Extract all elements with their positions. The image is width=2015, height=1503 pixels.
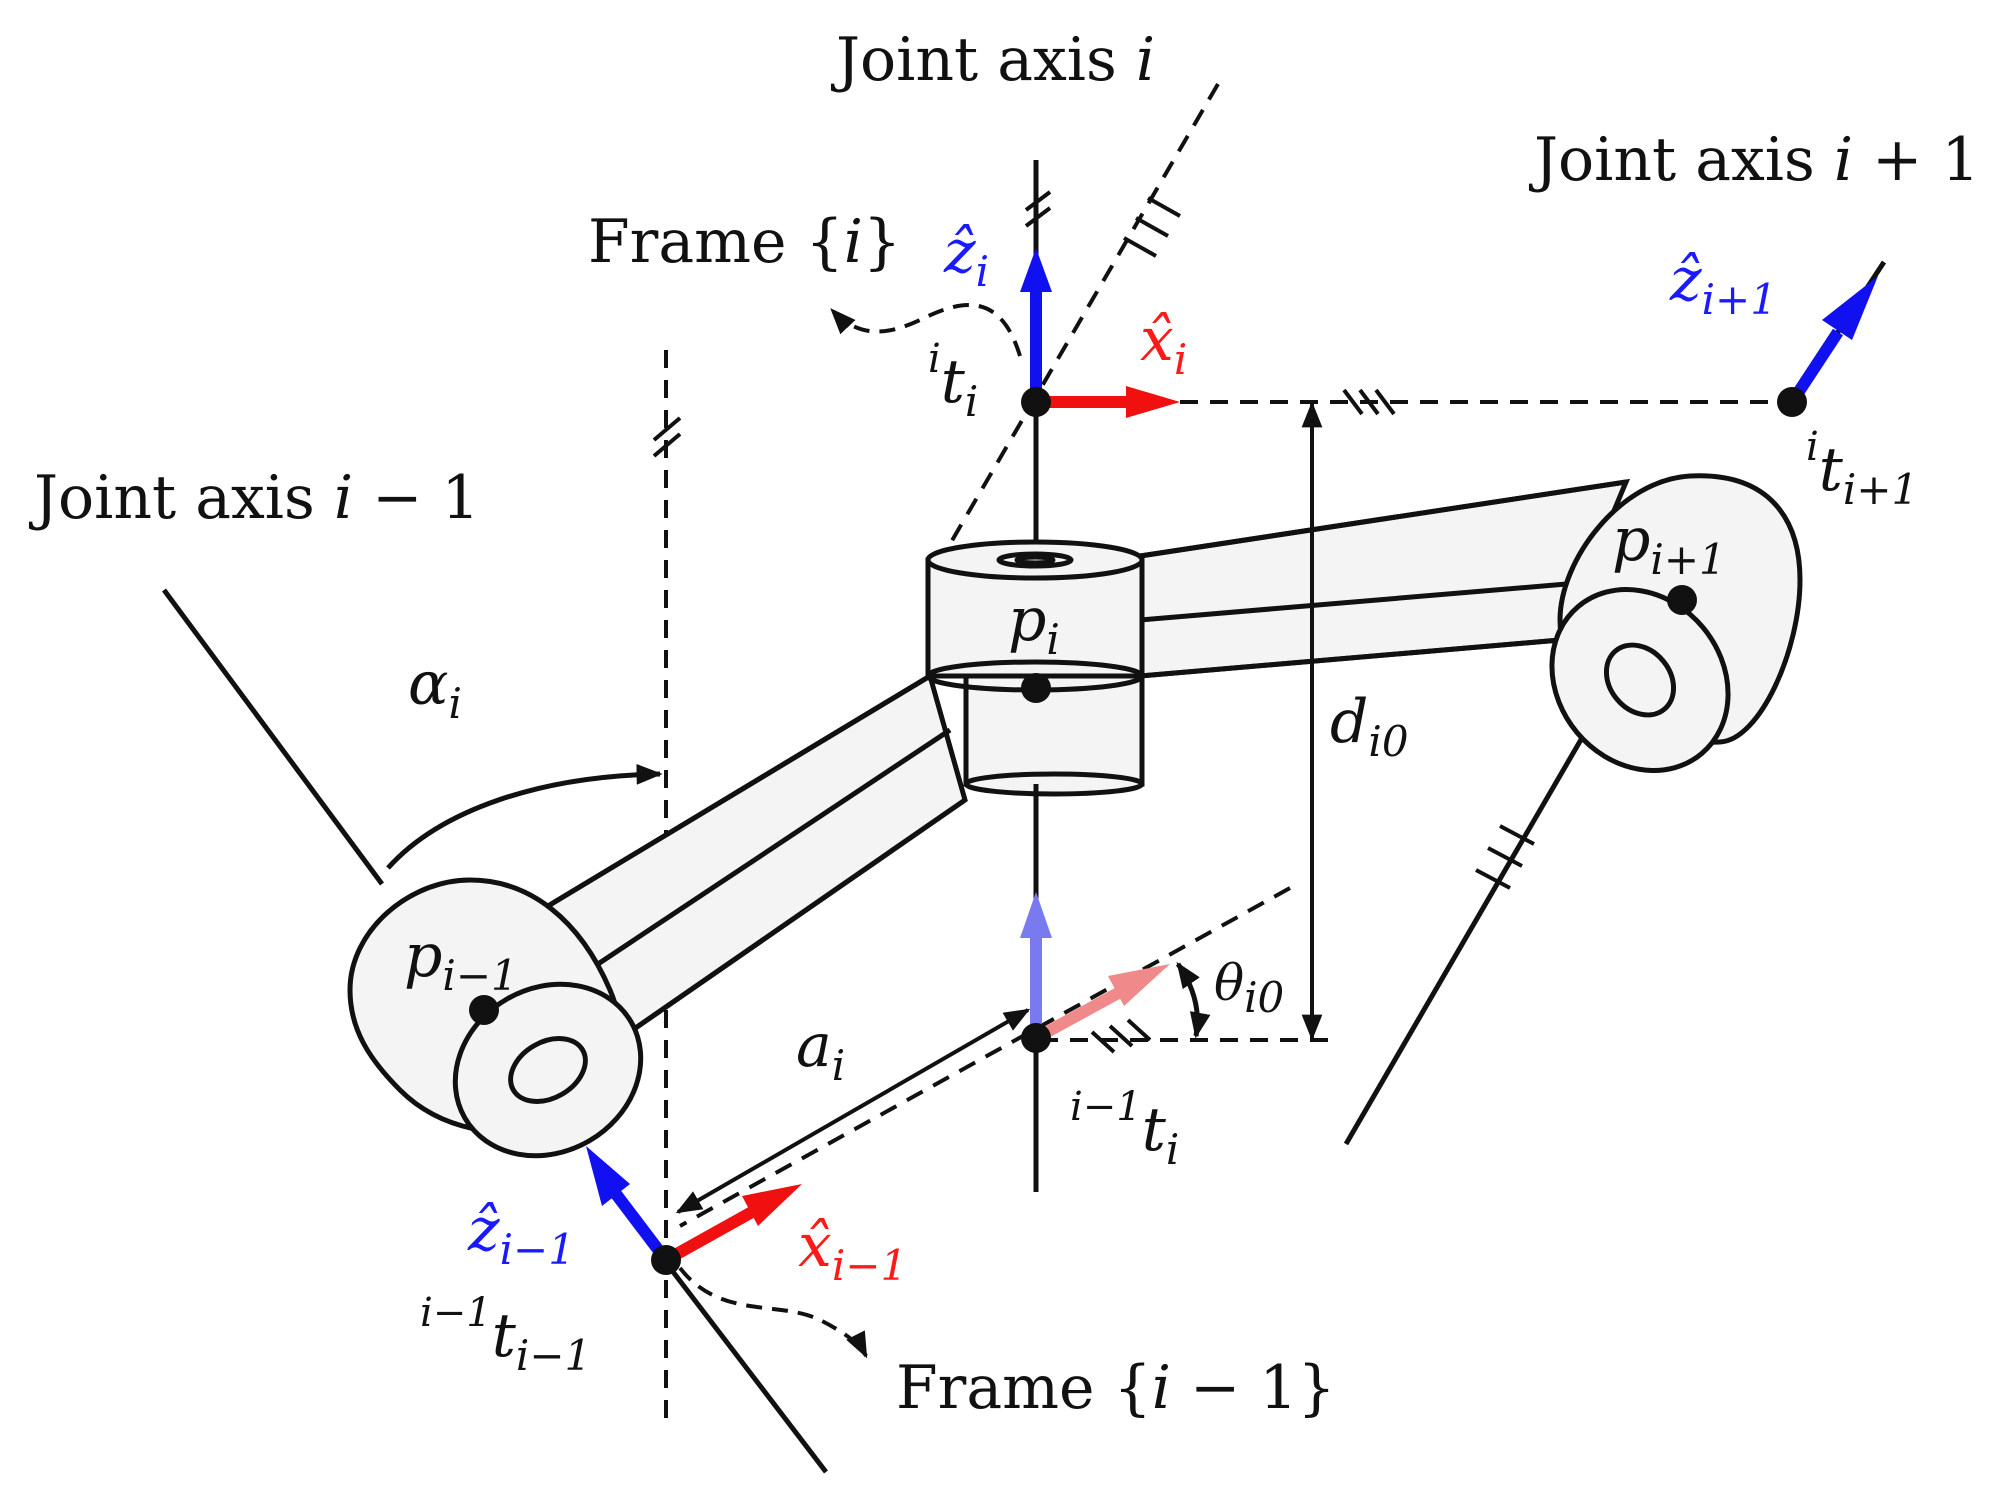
tick-axis-i	[1024, 190, 1052, 228]
x-i-minus-1-axis-arrow	[663, 1206, 755, 1266]
label-x-i: x̂i	[1140, 305, 1187, 384]
label-x-i-minus-1: x̂i−1	[798, 1211, 907, 1290]
label-t-i-plus-1: iti+1	[1806, 424, 1918, 514]
label-p-i-minus-1: pi−1	[404, 921, 518, 1000]
label-t-i-top: iti	[928, 336, 978, 426]
a-i-dimension	[675, 1008, 1031, 1214]
label-joint-axis-i-plus-1: Joint axis i + 1	[1528, 125, 1980, 195]
joint-axis-i-minus-1-line-lower	[662, 1258, 828, 1474]
label-t-i-minus-1: i−1ti−1	[420, 1290, 591, 1380]
z-i-minus-1-arrow-head	[586, 1146, 630, 1206]
x-i-faded-axis-arrow	[1033, 986, 1123, 1044]
z-i-plus-1-arrow-head	[1822, 276, 1878, 340]
label-theta-i0: θi0	[1214, 954, 1284, 1022]
frame-i-minus-1-pointer	[678, 1266, 868, 1359]
alpha-i-arc	[386, 763, 663, 870]
tick-dashed-diagonal	[1123, 196, 1181, 258]
joint-axis-i-plus-1-line-lower	[1343, 698, 1607, 1146]
tick-dashed-vertical	[652, 416, 682, 458]
point-t-i-minus-1	[651, 1245, 681, 1275]
x-i-minus-1-arrow-head	[742, 1184, 802, 1226]
tick-horizontal-bottom	[1090, 1018, 1152, 1054]
point-t-i-top	[1021, 387, 1051, 417]
label-frame-i: Frame {i}	[588, 207, 901, 277]
tick-axis-i-plus-1	[1475, 824, 1535, 890]
tick-x-i-extension	[1342, 388, 1396, 416]
theta-i0-arc	[1175, 961, 1211, 1039]
label-p-i-plus-1: pi+1	[1612, 505, 1726, 584]
label-z-i-minus-1: ẑi−1	[467, 1195, 575, 1274]
x-i-arrow-head	[1126, 386, 1180, 418]
dashed-diagonal-frame-i	[948, 82, 1220, 546]
x-i-faded-arrow-head	[1108, 964, 1170, 1006]
z-i-arrow-head	[1020, 248, 1052, 292]
label-alpha-i: αi	[408, 649, 462, 728]
label-z-i: ẑi	[943, 217, 989, 296]
label-t-i-bottom: i−1ti	[1070, 1084, 1179, 1174]
link-left	[544, 672, 968, 1040]
label-frame-i-minus-1: Frame {i − 1}	[896, 1353, 1336, 1423]
label-joint-axis-i-minus-1: Joint axis i − 1	[28, 463, 480, 533]
label-a-i: ai	[796, 1011, 845, 1090]
dashed-x-i-minus-1-extension	[679, 886, 1291, 1228]
joint-cylinder-i	[925, 539, 1145, 797]
label-d-i0: di0	[1330, 687, 1409, 766]
label-joint-axis-i: Joint axis i	[830, 25, 1155, 95]
point-p-i	[1021, 673, 1051, 703]
label-z-i-plus-1: ẑi+1	[1669, 245, 1777, 324]
label-p-i: pi	[1008, 585, 1060, 664]
point-t-i-bottom	[1021, 1023, 1051, 1053]
joint-axis-i-minus-1-line-upper	[161, 588, 385, 886]
point-p-i-plus-1	[1667, 585, 1697, 615]
point-t-i-plus-1	[1777, 387, 1807, 417]
frame-i-pointer	[830, 303, 1022, 357]
point-p-i-minus-1	[469, 995, 499, 1025]
z-i-faded-arrow-head	[1020, 892, 1052, 938]
